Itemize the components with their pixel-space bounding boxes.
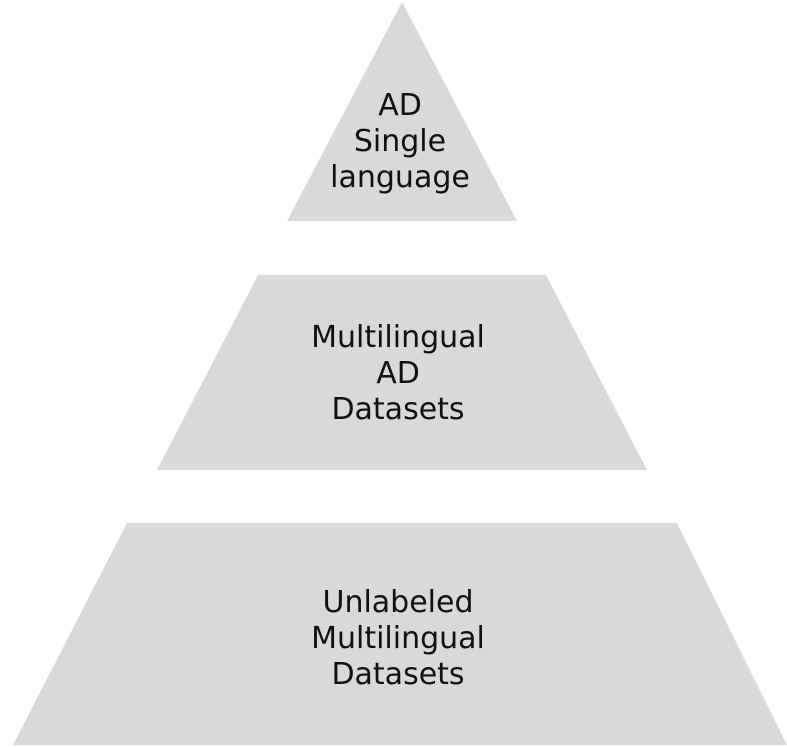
tier-middle-line-1: Multilingual xyxy=(311,320,485,355)
tier-bottom-line-1: Unlabeled xyxy=(322,585,474,620)
tier-middle-label: Multilingual AD Datasets xyxy=(298,320,498,428)
tier-middle-trapezoid xyxy=(157,275,647,470)
tier-top-line-2: Single xyxy=(353,124,447,159)
tier-middle-line-3: Datasets xyxy=(331,392,465,427)
tier-top-line-3: language xyxy=(330,160,470,195)
tier-bottom-label: Unlabeled Multilingual Datasets xyxy=(298,585,498,693)
tier-middle-line-2: AD xyxy=(376,356,420,391)
tier-top-line-1: AD xyxy=(378,88,422,123)
tier-top-triangle xyxy=(287,2,517,221)
tier-bottom-line-2: Multilingual xyxy=(311,621,485,656)
tier-bottom-line-3: Datasets xyxy=(331,657,465,692)
tier-bottom-trapezoid xyxy=(13,523,787,745)
tier-top-label: AD Single language xyxy=(300,88,500,196)
